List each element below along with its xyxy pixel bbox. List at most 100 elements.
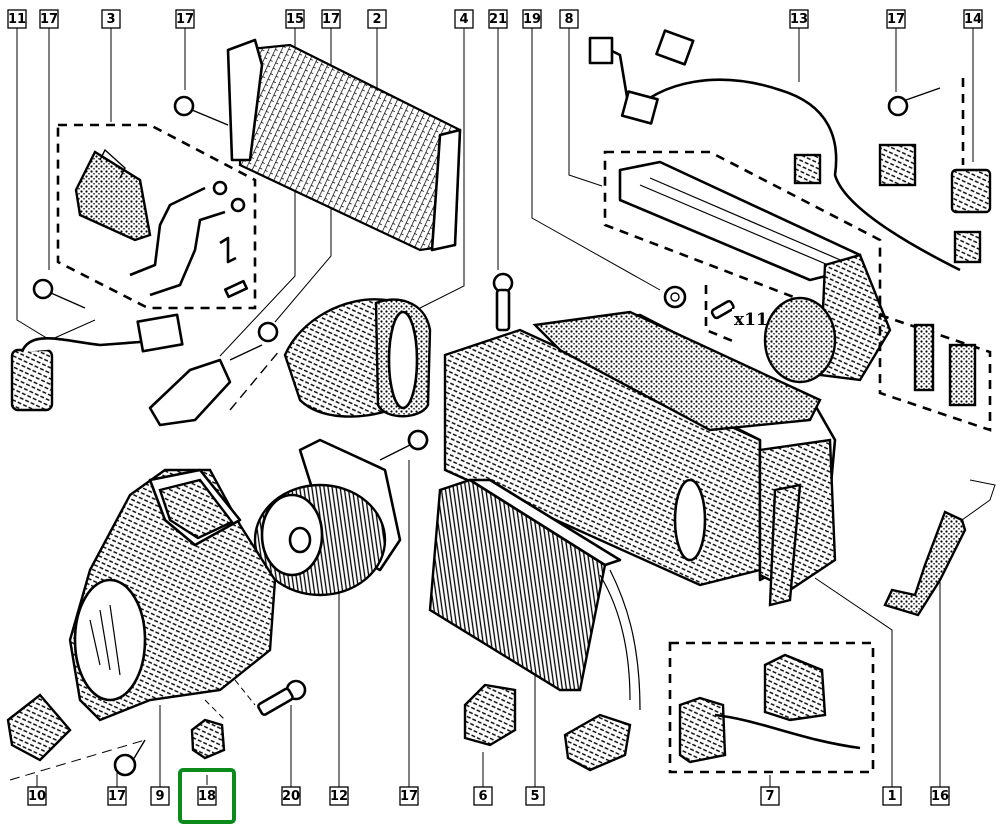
part-14-relay	[950, 168, 992, 214]
callout-3[interactable]: 3	[101, 9, 121, 29]
callout-box	[107, 786, 127, 806]
part-6-mounting-block	[463, 683, 517, 747]
callout-label: 17	[400, 789, 418, 804]
callout-15[interactable]: 15	[285, 9, 305, 29]
callout-box	[197, 786, 217, 806]
callout-19[interactable]: 19	[522, 9, 542, 29]
callout-5[interactable]: 5	[525, 786, 545, 806]
callout-box	[930, 786, 950, 806]
callout-4[interactable]: 4	[454, 9, 474, 29]
callout-17[interactable]: 17	[39, 9, 59, 29]
callout-box	[789, 9, 809, 29]
callout-17[interactable]: 17	[886, 9, 906, 29]
callout-9[interactable]: 9	[150, 786, 170, 806]
callout-box	[281, 786, 301, 806]
callout-box	[101, 9, 121, 29]
part-4-air-duct	[283, 298, 432, 418]
callout-box	[321, 9, 341, 29]
part-3-pipe-kit	[56, 123, 257, 310]
part-2-heater-core	[226, 38, 462, 252]
part-15-sensor	[148, 321, 279, 427]
callout-16[interactable]: 16	[930, 786, 950, 806]
callout-6[interactable]: 6	[473, 786, 493, 806]
callout-label: 4	[459, 12, 468, 27]
seal-kit	[878, 313, 992, 432]
callout-label: 8	[564, 12, 573, 27]
callout-box	[399, 786, 419, 806]
callout-14[interactable]: 14	[963, 9, 983, 29]
quantity-label: x11	[734, 310, 768, 330]
callout-17[interactable]: 17	[107, 786, 127, 806]
callout-label: 11	[8, 12, 26, 27]
callouts-bottom: 10 17 9 18 20 12 17 6 5 7 1 16	[27, 786, 950, 806]
part-11-actuator-harness	[10, 313, 184, 412]
callout-17[interactable]: 17	[399, 786, 419, 806]
callout-13[interactable]: 13	[789, 9, 809, 29]
callout-label: 14	[964, 12, 982, 27]
part-10-resistor	[6, 693, 146, 781]
part-18-clip	[190, 699, 226, 760]
callout-21[interactable]: 21	[488, 9, 508, 29]
callout-box	[760, 786, 780, 806]
callout-box	[559, 9, 579, 29]
screw-17-b	[32, 278, 86, 309]
callout-box	[963, 9, 983, 29]
callout-label: 7	[765, 789, 774, 804]
callout-box	[367, 9, 387, 29]
callout-label: 9	[155, 789, 164, 804]
callout-label: 17	[176, 12, 194, 27]
callout-11[interactable]: 11	[7, 9, 27, 29]
callout-label: 16	[931, 789, 949, 804]
part-20-screw	[234, 679, 307, 716]
callout-20[interactable]: 20	[281, 786, 301, 806]
callout-label: 20	[282, 789, 300, 804]
callout-10[interactable]: 10	[27, 786, 47, 806]
callout-box	[27, 786, 47, 806]
screw-17-d	[113, 739, 146, 777]
callout-label: 1	[887, 789, 896, 804]
callout-18[interactable]: 18	[197, 786, 217, 806]
callout-box	[39, 9, 59, 29]
callout-label: 6	[478, 789, 487, 804]
screw-17-a	[173, 95, 229, 126]
selected-callout-highlight	[178, 768, 236, 824]
callout-label: 17	[40, 12, 58, 27]
callout-box	[329, 786, 349, 806]
screw-17-c	[887, 78, 965, 165]
callout-box	[7, 9, 27, 29]
callout-box	[488, 9, 508, 29]
callout-label: 3	[106, 12, 115, 27]
callout-label: 18	[198, 789, 216, 804]
part-12-blower-motor	[253, 429, 429, 597]
callouts-top: 11 17 3 17 15 17 2 4 21 19 8 13 17 14	[7, 9, 983, 29]
callout-box	[882, 786, 902, 806]
callout-label: 21	[489, 12, 507, 27]
callout-8[interactable]: 8	[559, 9, 579, 29]
callout-label: 17	[108, 789, 126, 804]
callout-label: 13	[790, 12, 808, 27]
callout-box	[150, 786, 170, 806]
callout-label: 10	[28, 789, 46, 804]
callout-label: 2	[372, 12, 381, 27]
part-13-wiring-harness	[588, 29, 982, 272]
part-8-frame-kit	[603, 150, 892, 384]
callout-label: 17	[322, 12, 340, 27]
callout-box	[522, 9, 542, 29]
callout-12[interactable]: 12	[329, 786, 349, 806]
callout-17[interactable]: 17	[175, 9, 195, 29]
callout-box	[473, 786, 493, 806]
callout-box	[886, 9, 906, 29]
callout-label: 17	[887, 12, 905, 27]
callout-label: 19	[523, 12, 541, 27]
screw-x11: x11	[704, 285, 768, 344]
callout-box	[285, 9, 305, 29]
callout-box	[454, 9, 474, 29]
callout-1[interactable]: 1	[882, 786, 902, 806]
callout-2[interactable]: 2	[367, 9, 387, 29]
callout-17[interactable]: 17	[321, 9, 341, 29]
part-1-main-housing	[443, 310, 837, 607]
part-16-drain-hose	[883, 479, 996, 617]
callout-7[interactable]: 7	[760, 786, 780, 806]
callout-label: 5	[530, 789, 539, 804]
